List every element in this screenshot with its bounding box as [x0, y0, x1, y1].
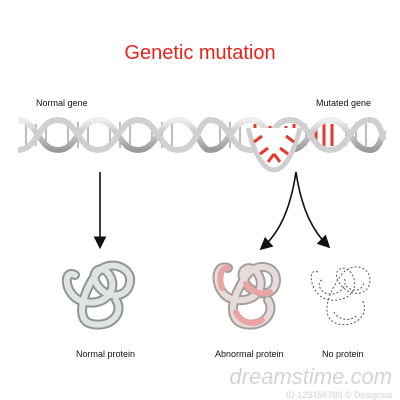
arrow-abnormal: [259, 171, 297, 251]
abnormal-protein-illustration: [212, 261, 282, 330]
normal-protein-illustration: [61, 260, 136, 330]
dna-mutated-loop: [245, 127, 303, 173]
dna-helix: [17, 116, 387, 173]
watermark-id: ID 123456789 © Designua: [285, 390, 392, 400]
normal-protein-label: Normal protein: [76, 349, 136, 359]
abnormal-protein-label: Abnormal protein: [215, 349, 284, 359]
no-protein-label: No protein: [322, 349, 364, 359]
dna-strand-b: [17, 116, 387, 154]
dna-mutated-loop-rungs: [253, 134, 295, 163]
normal-gene-label: Normal gene: [36, 98, 88, 108]
arrow-no-protein: [295, 171, 331, 249]
no-protein-illustration: [310, 266, 371, 326]
diagram-title: Genetic mutation: [124, 42, 276, 64]
mutated-gene-label: Mutated gene: [316, 98, 372, 108]
dna-strand-a: [17, 116, 387, 154]
watermark-text: dreamstime.com: [229, 364, 392, 389]
